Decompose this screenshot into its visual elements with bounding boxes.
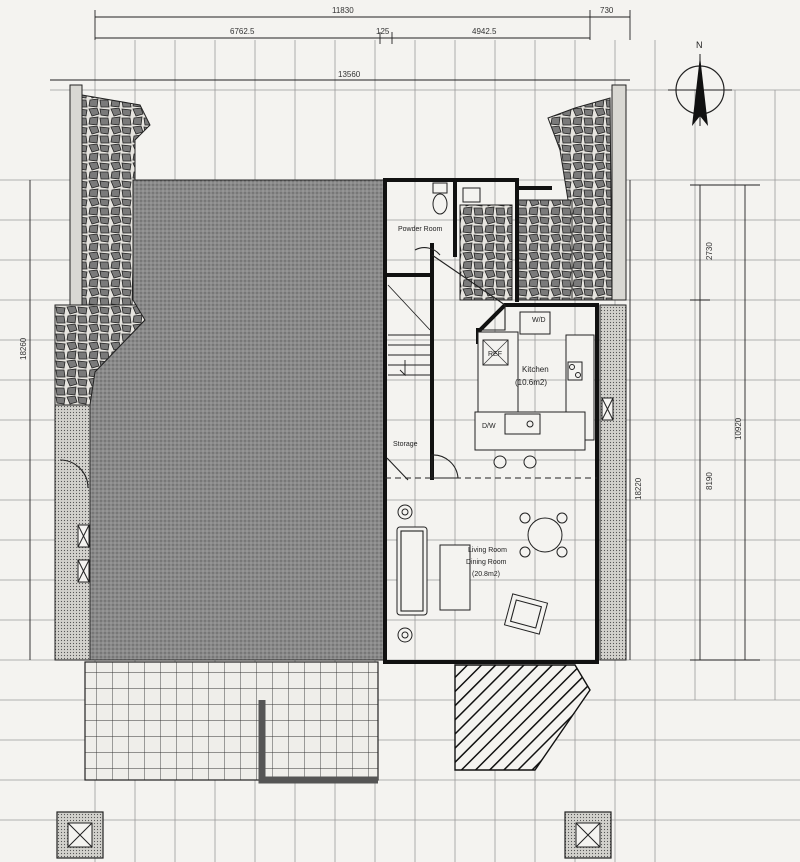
- dim-overall-inner: 13560: [338, 70, 361, 79]
- left-door-swing: [59, 459, 89, 489]
- interior-stone-panel-left: [459, 204, 513, 301]
- dim-right-segment: 4942.5: [472, 27, 497, 36]
- compass-north-label: N: [696, 40, 703, 50]
- tiled-terrace: [84, 661, 379, 784]
- dim-middle-segment: 125: [376, 27, 390, 36]
- label-dishwasher: D/W: [482, 423, 496, 430]
- dark-shaded-area: [89, 179, 386, 661]
- room-labels: Powder Room W/D REF Kitchen (10.6m2) D/W…: [393, 226, 549, 578]
- dim-right-extension: 730: [600, 6, 614, 15]
- dim-right-inner: 18220: [634, 477, 643, 500]
- label-powder-room: Powder Room: [398, 226, 443, 233]
- label-dining-room: Dining Room: [466, 559, 507, 566]
- powder-room-fixtures: [414, 182, 481, 256]
- right-stone-wall: [547, 84, 627, 661]
- building-walls: [383, 178, 599, 664]
- north-compass-icon: N: [668, 40, 732, 126]
- label-refrigerator: REF: [488, 351, 502, 358]
- dim-right-overall: 10920: [734, 417, 743, 440]
- dim-right-lower: 8190: [705, 472, 714, 490]
- interior-stone-panel-right: [516, 199, 573, 301]
- dim-left-segment: 6762.5: [230, 27, 255, 36]
- bottom-planters: [56, 811, 612, 859]
- label-kitchen-area: (10.6m2): [515, 378, 547, 387]
- label-kitchen: Kitchen: [522, 365, 549, 374]
- staircase: [387, 284, 431, 377]
- kitchen-fixtures: [474, 311, 595, 469]
- living-furniture: [396, 504, 568, 643]
- dim-overall-top: 11830: [332, 6, 354, 15]
- hatched-entry-ramp: [454, 664, 591, 771]
- label-storage: Storage: [393, 441, 418, 448]
- storage-door-swing: [431, 454, 459, 479]
- label-washer: W/D: [532, 317, 546, 324]
- label-living-room: Living Room: [468, 547, 507, 554]
- dim-right-upper: 2730: [705, 242, 714, 260]
- label-living-area: (20.8m2): [472, 571, 500, 578]
- dimension-lines: [29, 10, 760, 661]
- dim-left-side: 18260: [19, 337, 28, 360]
- dimension-texts: 11830 730 6762.5 125 4942.5 13560 18260 …: [19, 6, 743, 500]
